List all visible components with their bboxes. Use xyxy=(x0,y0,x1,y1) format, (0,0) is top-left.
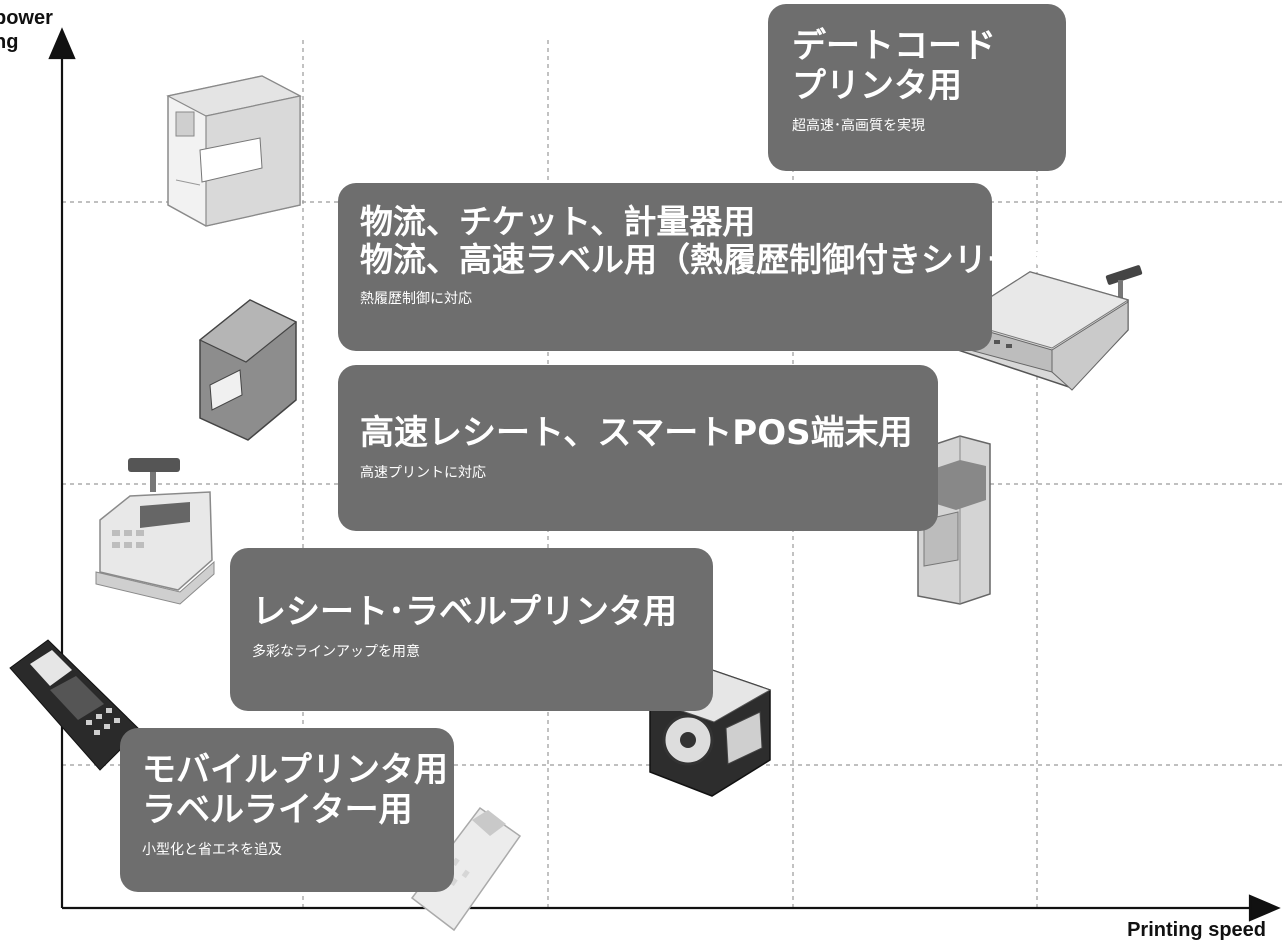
industrial-label-printer-icon xyxy=(166,75,302,227)
panel-title-line: 物流、チケット、計量器用 xyxy=(360,202,756,241)
panel-highspeed-receipt-printer: 高速レシート、スマートPOS端末用 高速プリントに対応 xyxy=(338,365,938,531)
panel-title-line: ラベルライター用 xyxy=(142,790,413,830)
panel-title-line: 物流、高速ラベル用（熱履歴制御付きシリーズ） xyxy=(360,240,1085,279)
x-axis-arrow-icon xyxy=(1248,894,1281,922)
mobile-payment-terminal-icon xyxy=(9,639,141,771)
panel-title-line: レシート･ラベルプリンタ用 xyxy=(252,592,677,632)
weighing-scale-icon xyxy=(951,265,1143,391)
handheld-terminal-icon xyxy=(410,806,522,932)
panel-title-line: モバイルプリンタ用 xyxy=(142,750,448,790)
panel-subtitle: 熱履歴制御に対応 xyxy=(360,291,472,307)
panel-title-line: 高速レシート、スマートPOS端末用 xyxy=(360,413,913,453)
panel-subtitle: 多彩なラインアップを用意 xyxy=(252,644,420,660)
panel-datecode-printer: デートコード プリンタ用 超高速･高画質を実現 xyxy=(768,4,1066,171)
receipt-printer-icon xyxy=(198,299,298,441)
cash-register-icon xyxy=(95,458,215,605)
panel-receipt-label-printer: レシート･ラベルプリンタ用 多彩なラインアップを用意 xyxy=(230,548,713,711)
panel-subtitle: 超高速･高画質を実現 xyxy=(792,118,925,134)
x-axis-label: Printing speed xyxy=(1127,919,1266,941)
panel-mobile-printer: モバイルプリンタ用 ラベルライター用 小型化と省エネを追及 xyxy=(120,728,454,892)
panel-title-line: プリンタ用 xyxy=(792,66,962,106)
panel-subtitle: 小型化と省エネを追及 xyxy=(142,842,282,858)
y-axis-label-line: ng xyxy=(0,31,19,53)
y-axis-arrow-icon xyxy=(48,27,76,60)
panel-subtitle: 高速プリントに対応 xyxy=(360,465,486,481)
panel-logistics-printer: 物流、チケット、計量器用 物流、高速ラベル用（熱履歴制御付きシリーズ） 熱履歴制… xyxy=(338,183,1085,351)
panel-title-line: デートコード xyxy=(792,26,996,66)
y-axis-label: power ng xyxy=(0,6,104,54)
y-axis-label-line: power xyxy=(0,7,53,29)
